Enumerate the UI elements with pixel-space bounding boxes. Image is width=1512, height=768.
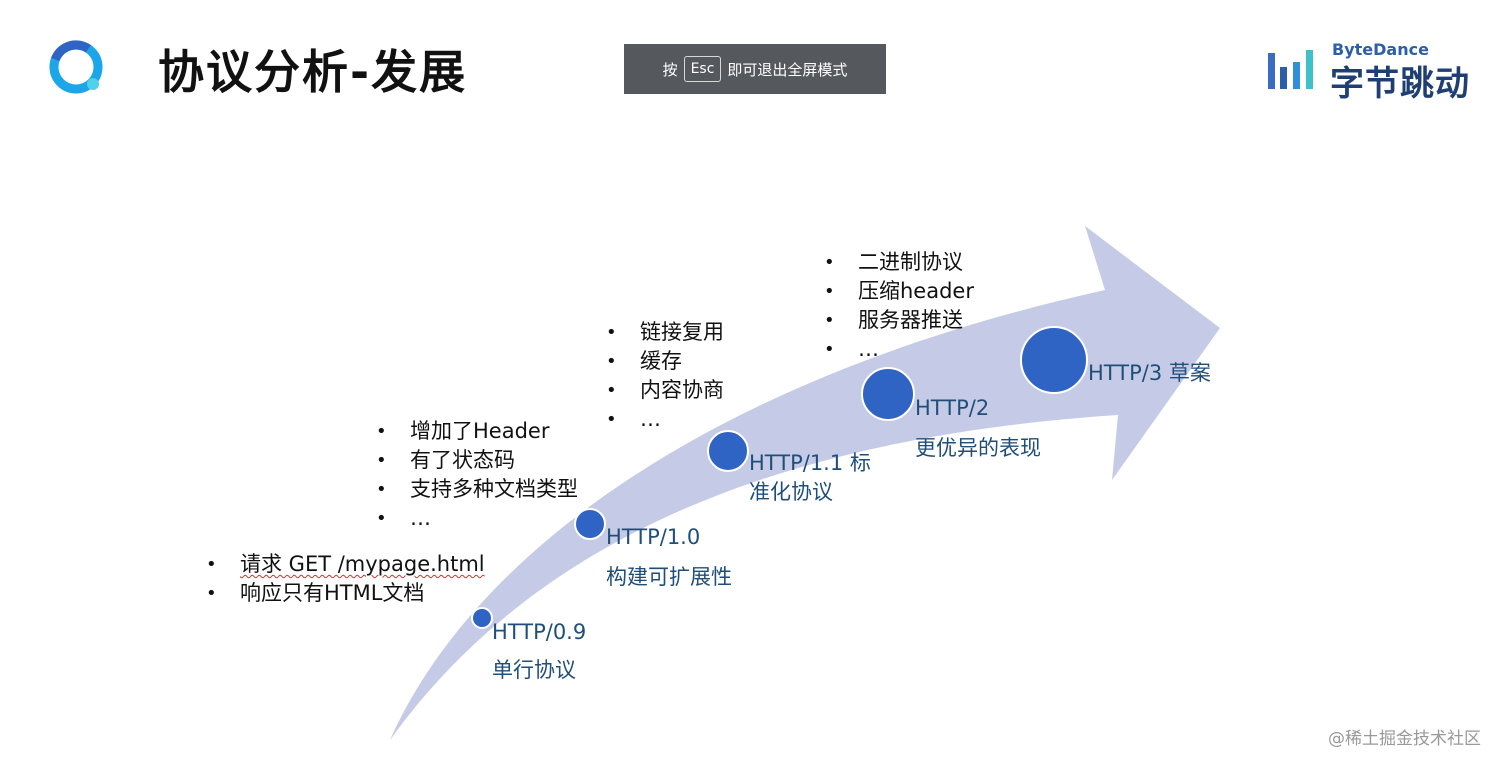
version-label-http-1-1: HTTP/1.1 标准化协议 (749, 451, 871, 504)
bullet-item: 响应只有HTML文档 (206, 579, 485, 608)
node-http-1-0 (574, 508, 606, 540)
bullet-item: … (376, 504, 578, 533)
bullet-item: 内容协商 (606, 376, 724, 405)
node-http-0-9 (471, 607, 493, 629)
version-desc-http-0-9: 单行协议 (492, 658, 576, 682)
growth-arrow (390, 226, 1220, 740)
node-http-2 (861, 367, 915, 421)
exit-fullscreen-banner: 按 Esc 即可退出全屏模式 (624, 44, 886, 94)
node-http-3 (1020, 326, 1088, 394)
version-label-http-1-0: HTTP/1.0 (606, 525, 701, 549)
esc-key[interactable]: Esc (683, 56, 722, 82)
version-label-http-0-9: HTTP/0.9 (492, 620, 587, 644)
bullet-item: … (824, 335, 974, 364)
app-logo-icon (49, 40, 103, 94)
bullets-http-0-9: 请求 GET /mypage.html 响应只有HTML文档 (206, 550, 485, 608)
version-desc-http-2: 更优异的表现 (915, 436, 1041, 460)
version-desc-http-1-0: 构建可扩展性 (606, 565, 732, 589)
bullet-item: 服务器推送 (824, 306, 974, 335)
version-label-http-2: HTTP/2 (915, 396, 990, 420)
bullets-http-2: 二进制协议 压缩header 服务器推送 … (824, 248, 974, 364)
version-label-http-3: HTTP/3 草案 (1088, 361, 1211, 385)
bullet-item: 请求 GET /mypage.html (206, 550, 485, 579)
bullets-http-1-1: 链接复用 缓存 内容协商 … (606, 318, 724, 434)
bullet-item: 压缩header (824, 277, 974, 306)
brand-name-cn: 字节跳动 (1330, 64, 1470, 104)
bullet-item: 二进制协议 (824, 248, 974, 277)
esc-banner-suffix: 即可退出全屏模式 (727, 60, 848, 79)
watermark: @稀土掘金技术社区 (1328, 729, 1481, 749)
brand-name-en: ByteDance (1332, 40, 1429, 59)
bullet-item: 增加了Header (376, 417, 578, 446)
bullets-http-1-0: 增加了Header 有了状态码 支持多种文档类型 … (376, 417, 578, 533)
bullet-item: 支持多种文档类型 (376, 475, 578, 504)
bullet-item: 链接复用 (606, 318, 724, 347)
bullet-item: … (606, 405, 724, 434)
bytedance-logo-icon (1268, 50, 1313, 89)
bullet-item: 缓存 (606, 347, 724, 376)
slide-title: 协议分析-发展 (158, 45, 468, 99)
bullet-item: 有了状态码 (376, 446, 578, 475)
node-http-1-1 (707, 430, 749, 472)
esc-banner-prefix: 按 (662, 60, 678, 79)
